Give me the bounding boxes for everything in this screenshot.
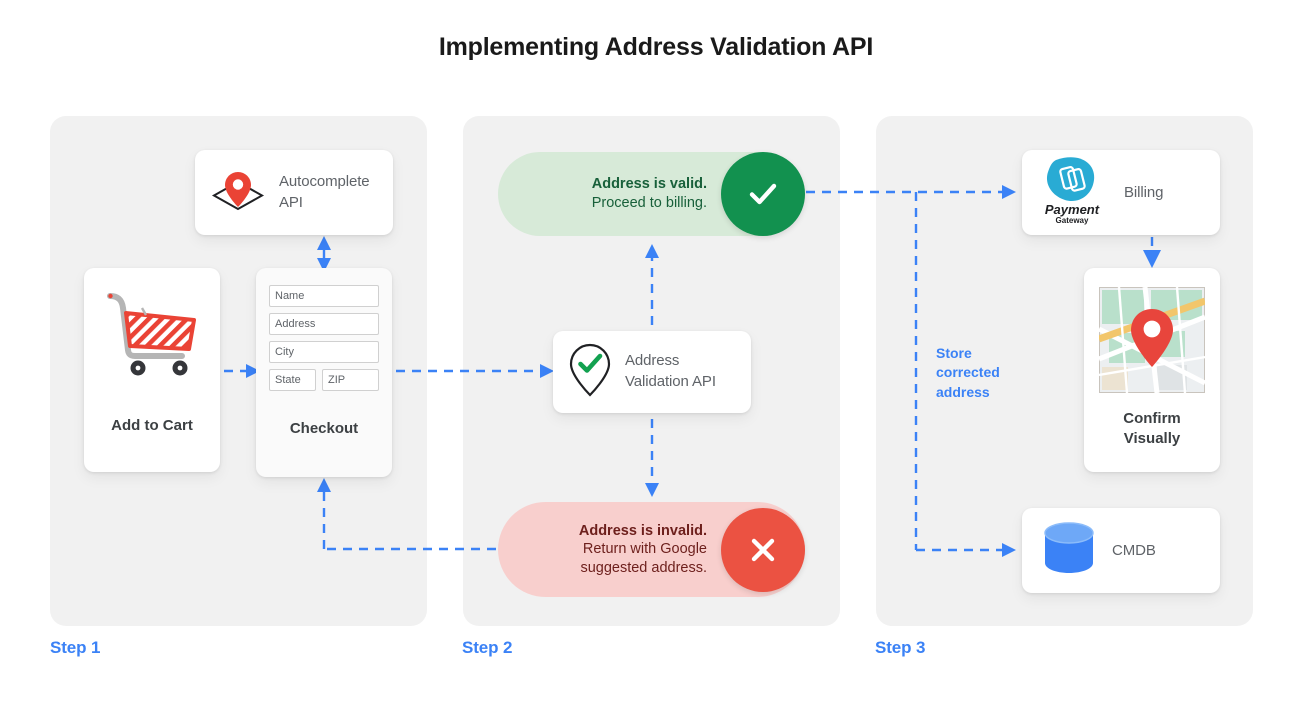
zip-field[interactable]: ZIP: [322, 369, 379, 391]
step-2-label: Step 2: [462, 638, 513, 657]
confirm-visually-label: Confirm Visually: [1123, 410, 1181, 448]
svg-text:Payment: Payment: [1045, 202, 1100, 217]
address-valid-pill: Address is valid. Proceed to billing.: [498, 152, 805, 236]
step-3-label: Step 3: [875, 638, 926, 657]
address-validation-api-card[interactable]: Address Validation API: [553, 331, 751, 413]
address-field[interactable]: Address: [269, 313, 379, 335]
address-invalid-text: Address is invalid. Return with Google s…: [579, 522, 721, 578]
address-validation-api-label: Address Validation API: [625, 352, 716, 390]
state-zip-row: State ZIP: [269, 369, 379, 391]
address-invalid-subtitle-2: suggested address.: [580, 559, 707, 576]
address-valid-text: Address is valid. Proceed to billing.: [592, 175, 721, 212]
name-field[interactable]: Name: [269, 285, 379, 307]
cmdb-label: CMDB: [1112, 542, 1156, 559]
svg-text:Gateway: Gateway: [1056, 216, 1089, 225]
payment-gateway-logo: Payment Gateway: [1036, 154, 1110, 231]
checkout-card[interactable]: Name Address City State ZIP Checkout: [256, 268, 392, 477]
address-invalid-pill: Address is invalid. Return with Google s…: [498, 502, 805, 597]
cmdb-card[interactable]: CMDB: [1022, 508, 1220, 593]
state-field[interactable]: State: [269, 369, 316, 391]
billing-label: Billing: [1124, 184, 1164, 201]
address-invalid-subtitle-1: Return with Google: [582, 541, 707, 558]
address-invalid-title: Address is invalid.: [578, 522, 707, 539]
shopping-cart-icon: [100, 288, 204, 387]
address-valid-title: Address is valid.: [591, 176, 707, 193]
page-title: Implementing Address Validation API: [438, 33, 874, 61]
map-pin-diamond-icon: [207, 162, 269, 223]
pin-check-icon: [567, 341, 613, 404]
autocomplete-api-card[interactable]: Autocomplete API: [195, 150, 393, 235]
invalid-badge: [721, 507, 805, 592]
map-thumbnail-icon: [1097, 286, 1207, 398]
valid-badge: [721, 152, 805, 236]
address-valid-subtitle: Proceed to billing.: [591, 195, 707, 211]
add-to-cart-card[interactable]: Add to Cart: [84, 268, 220, 472]
add-to-cart-label: Add to Cart: [111, 417, 193, 435]
autocomplete-api-label: Autocomplete API: [279, 172, 370, 211]
billing-card[interactable]: Payment Gateway Billing: [1022, 150, 1220, 235]
checkout-label: Checkout: [289, 420, 359, 438]
check-icon: [749, 183, 777, 205]
close-icon: [751, 538, 775, 561]
store-corrected-address-note: Store corrected address: [936, 345, 1000, 400]
confirm-visually-card[interactable]: Confirm Visually: [1084, 268, 1220, 472]
step-1-label: Step 1: [50, 638, 101, 657]
database-cylinder-icon: [1042, 520, 1096, 581]
city-field[interactable]: City: [269, 341, 379, 363]
